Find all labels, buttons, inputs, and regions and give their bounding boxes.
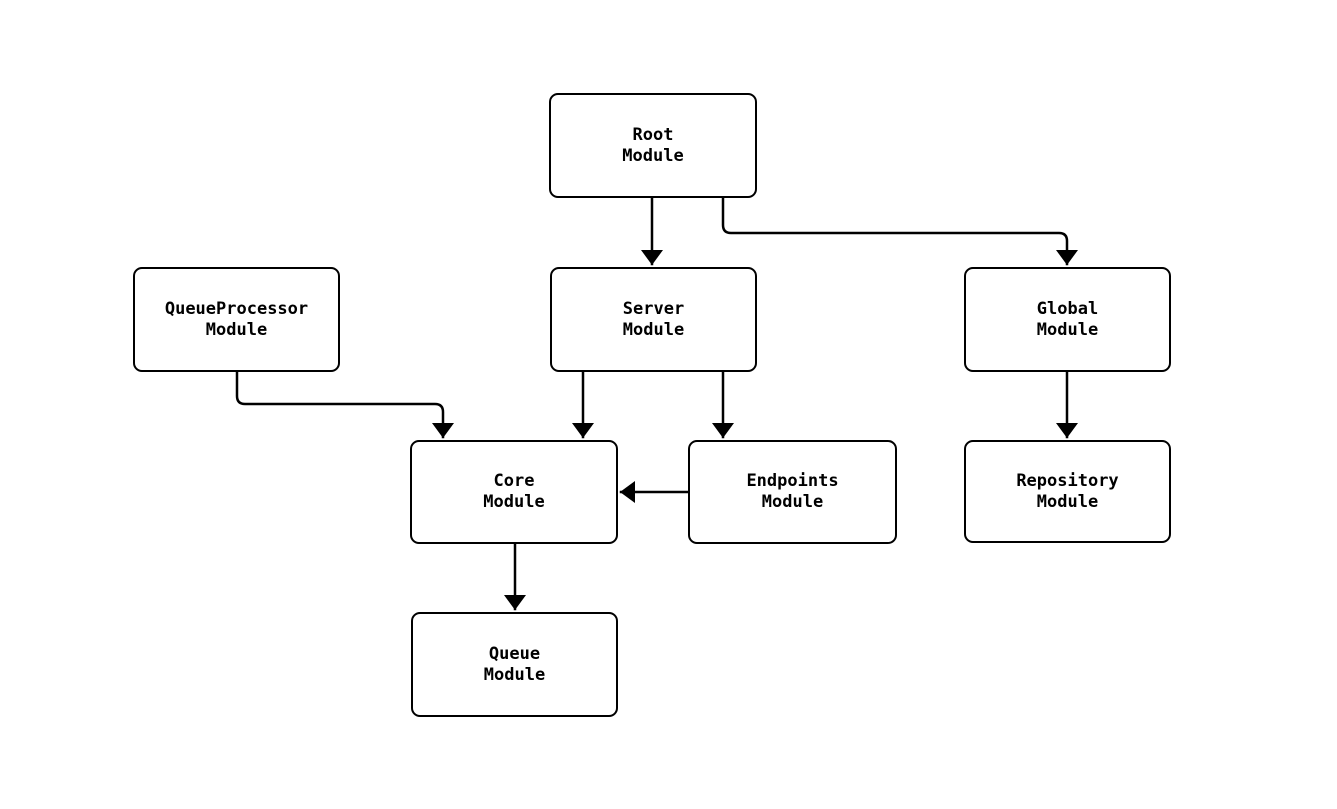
node-label-line: Module bbox=[205, 319, 268, 340]
node-label-line: QueueProcessor bbox=[164, 298, 309, 319]
node-label-line: Module bbox=[1036, 491, 1099, 512]
node-label-line: Module bbox=[622, 145, 684, 166]
node-label-line: Module bbox=[761, 492, 824, 512]
node-label-line: Endpoints bbox=[746, 471, 839, 491]
edges-group bbox=[235, 197, 1078, 611]
node-label-line: Module bbox=[1036, 319, 1099, 340]
node-label-line: Module bbox=[483, 492, 545, 512]
node-label-line: Core bbox=[493, 471, 535, 491]
node-label-line: Module bbox=[483, 664, 546, 685]
node-label-line: Repository bbox=[1016, 470, 1119, 491]
node-label-line: Server bbox=[622, 298, 685, 319]
edge-root-to-global bbox=[721, 197, 1078, 266]
node-label-line: Queue bbox=[488, 643, 541, 664]
node-label-line: Module bbox=[622, 319, 685, 340]
edge-queueprocessor-to-core bbox=[235, 370, 454, 439]
node-label-line: Root bbox=[632, 124, 674, 145]
node-label-line: Global bbox=[1036, 298, 1099, 319]
